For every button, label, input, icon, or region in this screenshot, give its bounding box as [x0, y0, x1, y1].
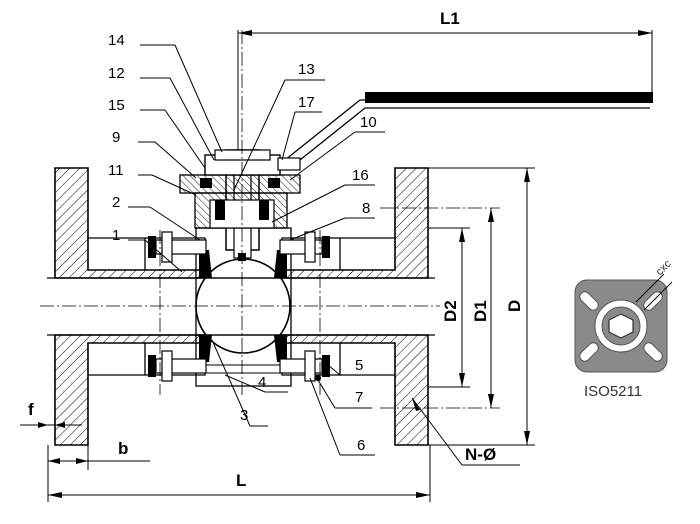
iso5211-flange-view: cxc ISO5211: [574, 258, 675, 400]
seat-left-top: [199, 250, 212, 278]
callout-12: 12: [108, 65, 125, 82]
callout-15: 15: [108, 97, 125, 114]
callout-11: 11: [108, 162, 124, 179]
iso-stem-square: [608, 313, 634, 339]
callout-4: 4: [258, 374, 266, 391]
valve-body: [40, 30, 653, 446]
callout-1: 1: [112, 227, 120, 244]
callout-16: 16: [352, 167, 369, 184]
callout-14: 14: [108, 32, 125, 49]
seat-left-bottom: [199, 335, 212, 362]
callout-3: 3: [240, 407, 248, 424]
bolt-right-bottom: [279, 350, 330, 382]
seat-right-bottom: [274, 335, 287, 362]
dim-L1-label: L1: [440, 9, 460, 28]
handle: [277, 92, 653, 171]
callout-8: 8: [362, 200, 370, 217]
part-callouts: 14 12 15 9 11 2 1 13 17 10: [108, 32, 385, 456]
callout-7: 7: [355, 389, 363, 406]
left-flange-bottom: [54, 334, 206, 446]
callout-17: 17: [298, 94, 315, 111]
dim-N-label: N-Ø: [465, 445, 496, 464]
callout-5: 5: [355, 357, 363, 374]
callout-6: 6: [357, 437, 365, 454]
bolt-left-bottom: [148, 350, 207, 382]
dim-f-label: f: [28, 400, 34, 419]
iso-square-label: cxc: [654, 258, 675, 279]
dim-D-label: D: [505, 300, 524, 312]
seat-right-top: [274, 250, 287, 278]
callout-13: 13: [298, 61, 315, 78]
iso-caption: ISO5211: [584, 383, 642, 400]
dimensions: L1 L b f D D1: [20, 9, 653, 502]
dim-b-label: b: [118, 439, 128, 458]
callout-2: 2: [112, 194, 120, 211]
dim-D2-label: D2: [441, 300, 460, 322]
callout-10: 10: [360, 114, 377, 131]
bolt-left-top: [148, 231, 207, 263]
dim-D1-label: D1: [471, 300, 490, 322]
bolt-right-top: [279, 231, 330, 263]
callout-9: 9: [112, 129, 120, 146]
dim-L-label: L: [236, 471, 246, 490]
